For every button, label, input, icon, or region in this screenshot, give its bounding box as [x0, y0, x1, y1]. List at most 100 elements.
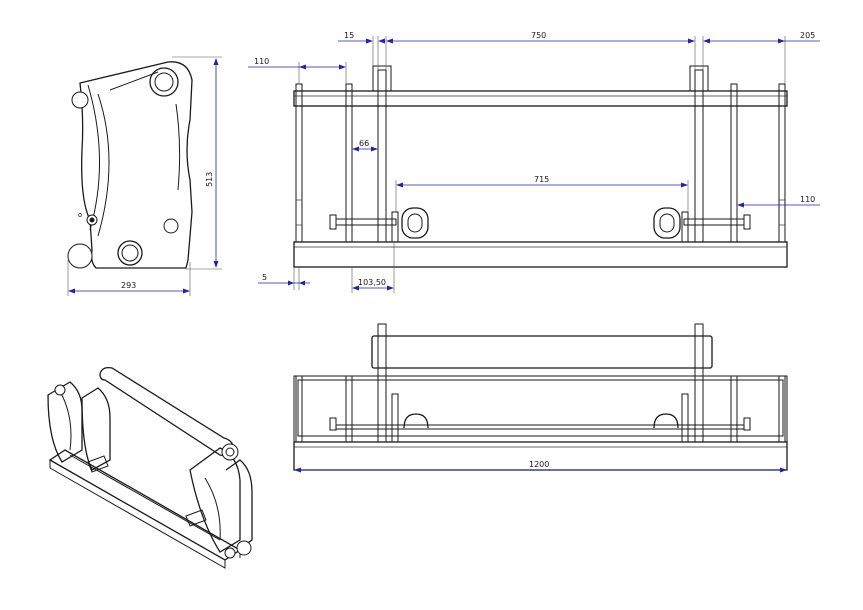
dim-arrow	[352, 285, 359, 291]
pin-rod-left	[333, 218, 397, 226]
ring-bracket-right	[681, 211, 689, 243]
lower-pin-inner	[121, 244, 139, 262]
upper-pin-hole-inner	[154, 72, 174, 92]
isometric-view	[47, 366, 253, 569]
iso-plate-left-inner	[61, 394, 72, 451]
lifting-ring-right-inner	[659, 213, 675, 233]
lower-left-pin	[67, 243, 93, 269]
dim-arrow	[378, 38, 385, 44]
dim-text-gap: 15	[344, 31, 354, 40]
dim-text-overall-width: 1200	[529, 460, 549, 469]
front-ring-bracket	[391, 393, 399, 443]
front-handle-right	[743, 417, 751, 431]
lifting-ring-left	[401, 207, 429, 239]
dim-text-width: 293	[121, 281, 136, 290]
pin-handle-left	[329, 214, 337, 230]
plate-right-outer	[778, 83, 786, 243]
dim-arrow	[778, 38, 785, 44]
front-ring-bracket	[681, 393, 689, 443]
front-frame-inner	[297, 379, 784, 437]
dim-arrow	[371, 146, 378, 152]
side-plate-right-inner	[175, 103, 181, 191]
dim-arrow	[396, 182, 403, 188]
side-plate-outline	[79, 61, 193, 269]
iso-pivot-right	[221, 443, 239, 461]
pivot-left	[372, 65, 392, 92]
dim-arrow	[386, 38, 393, 44]
plate-left-outer	[295, 83, 303, 243]
dim-text-plate-gap: 66	[359, 139, 369, 148]
dim-text-top-left: 110	[254, 57, 269, 66]
dim-arrow	[681, 182, 688, 188]
top-bar	[293, 90, 788, 107]
front-ring-left	[403, 413, 429, 429]
iso-bottom-beam-side	[49, 460, 226, 569]
iso-lower-pin-2	[224, 547, 236, 559]
side-view: 513 293	[67, 56, 222, 296]
iso-lower-pin	[236, 540, 252, 556]
iso-bottom-beam	[48, 449, 242, 561]
side-plate-inner-edge	[87, 84, 101, 231]
side-plate-top-edge	[109, 71, 159, 91]
front-plate	[295, 375, 303, 443]
ring-bracket-left	[391, 211, 399, 243]
dim-arrow	[288, 280, 294, 286]
front-plate-main	[694, 323, 704, 443]
iso-plate-left-main	[81, 387, 111, 471]
side-plate-inner-edge-2	[97, 93, 110, 237]
dim-arrow	[213, 58, 219, 65]
lower-pin	[117, 240, 143, 266]
dim-arrow	[737, 202, 744, 208]
dim-arrow	[299, 280, 305, 286]
dim-arrow	[183, 288, 190, 294]
front-plate	[730, 375, 738, 443]
front-plate	[345, 375, 353, 443]
front-top-tube	[371, 335, 713, 369]
iso-lever-left	[87, 455, 109, 473]
dim-arrow	[352, 146, 359, 152]
dim-text-top-right: 205	[800, 31, 815, 40]
dim-arrow	[387, 285, 394, 291]
lock-pin-center	[89, 217, 95, 223]
upper-left-pin	[71, 91, 89, 109]
dim-arrow	[294, 467, 301, 473]
upper-pin-hole	[149, 67, 179, 97]
front-handle-left	[329, 417, 337, 431]
dim-arrow	[339, 64, 346, 70]
lifting-ring-left-inner	[407, 213, 423, 233]
dim-text-height: 513	[205, 172, 214, 187]
dim-text-pin-offset: 110	[800, 195, 815, 204]
plate-left-main	[377, 69, 387, 243]
dim-arrow	[299, 64, 306, 70]
iso-plate-right-outer	[225, 459, 253, 551]
front-plate	[778, 375, 786, 443]
lifting-ring-right	[653, 207, 681, 239]
iso-pivot-right-inner	[225, 447, 235, 457]
iso-plate-left-outer	[47, 381, 83, 463]
iso-top-tube	[99, 366, 235, 457]
plate-left-inner	[345, 83, 353, 243]
iso-pivot-left	[54, 384, 66, 396]
dim-text-ring-span: 715	[534, 175, 549, 184]
front-view: 1200	[293, 323, 788, 473]
dim-arrow	[688, 38, 695, 44]
front-frame	[293, 375, 788, 443]
pin-handle-right	[743, 214, 751, 230]
dim-arrow	[703, 38, 710, 44]
dim-text-span: 750	[531, 31, 546, 40]
front-ring-right	[653, 413, 679, 429]
iso-pin-rod	[69, 454, 221, 541]
pivot-right	[689, 65, 709, 92]
marker-dot	[78, 213, 82, 217]
dim-arrow	[366, 38, 373, 44]
front-plate-main	[377, 323, 387, 443]
bottom-bar	[293, 241, 788, 268]
dim-text-plate-width: 103,50	[358, 278, 386, 287]
iso-plate-right-inner	[204, 477, 221, 541]
plate-right-main	[694, 69, 704, 243]
small-hole	[163, 218, 179, 234]
dim-text-bottom-offset: 5	[262, 273, 267, 282]
plate-right-inner	[730, 83, 738, 243]
